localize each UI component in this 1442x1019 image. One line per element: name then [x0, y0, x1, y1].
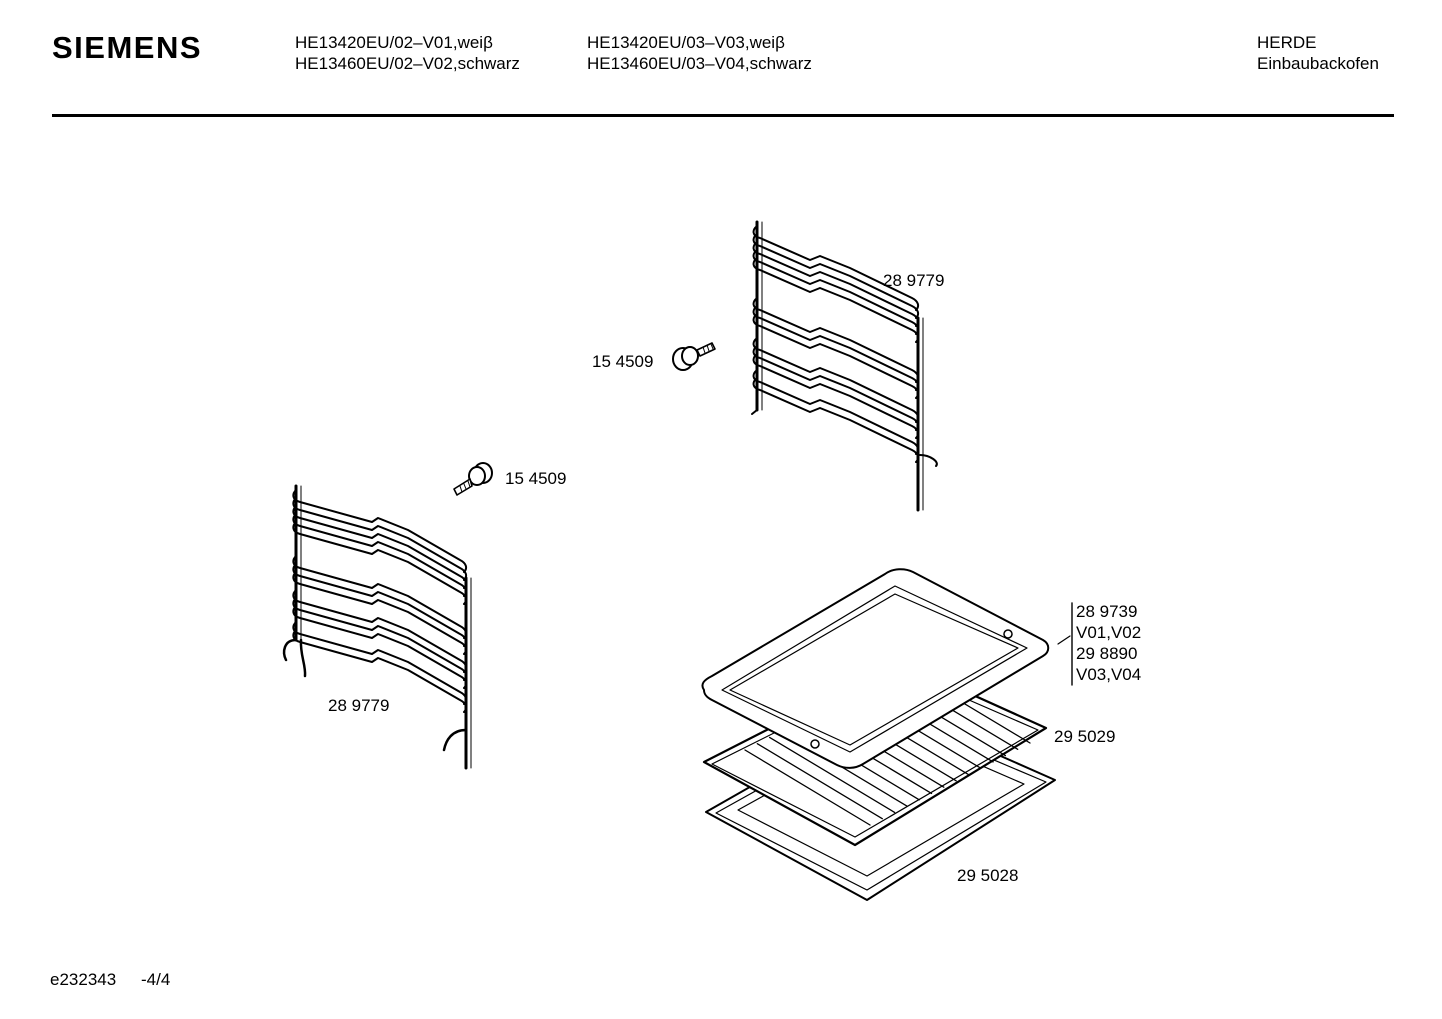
side-rack-left [282, 484, 472, 770]
wire-rail [752, 297, 920, 383]
label-grid: 29 5029 [1054, 727, 1116, 746]
wire-rail [768, 736, 896, 814]
wire-rail [752, 225, 920, 311]
label-tray-part-1: 28 9739 [1076, 602, 1138, 621]
screw-upper [672, 342, 716, 371]
wire-rail [292, 589, 468, 673]
wire-rail [292, 513, 468, 597]
header-divider [52, 114, 1394, 117]
wire-rail [752, 377, 920, 463]
wire-rail [292, 563, 468, 647]
wire-rail [292, 597, 468, 681]
label-rack-left: 28 9779 [328, 696, 390, 715]
wire-rail [292, 621, 468, 705]
wire-rail [292, 571, 468, 655]
wire-rail [752, 337, 920, 423]
wire-rail [756, 743, 883, 820]
model-line-2: HE13460EU/02–V02,schwarz [295, 54, 520, 73]
model-line-4: HE13460EU/03–V04,schwarz [587, 54, 812, 73]
wire-rail [292, 505, 468, 589]
wire-rail [752, 241, 920, 327]
wire-rail [752, 257, 920, 343]
label-rack-right: 28 9779 [883, 271, 945, 290]
wire-rail [752, 345, 920, 431]
wire-rail [744, 749, 871, 826]
wire-rail [292, 555, 468, 639]
model-line-1: HE13420EU/02–V01,weiβ [295, 33, 493, 52]
label-tray-part-2: 29 8890 [1076, 644, 1138, 663]
side-rack-right [751, 220, 938, 512]
screw-lower [453, 462, 493, 496]
page-number: -4/4 [141, 970, 171, 989]
wire-rail [752, 249, 920, 335]
category-title: HERDE [1257, 33, 1317, 52]
wire-rail [292, 497, 468, 581]
label-tray-variant-2: V03,V04 [1076, 665, 1142, 684]
wire-rail [292, 521, 468, 605]
category-subtitle: Einbaubackofen [1257, 54, 1379, 73]
wire-rail [292, 605, 468, 689]
model-line-3: HE13420EU/03–V03,weiβ [587, 33, 785, 52]
label-tray-variant-1: V01,V02 [1076, 623, 1142, 642]
label-screw-lower: 15 4509 [505, 469, 567, 488]
wire-rail [752, 353, 920, 439]
wire-rail [752, 313, 920, 399]
label-screw-upper: 15 4509 [592, 352, 654, 371]
wire-rail [752, 305, 920, 391]
wire-rail [752, 233, 920, 319]
doc-id: e232343 [50, 970, 117, 989]
leader-tray [1057, 635, 1071, 645]
wire-rail [292, 489, 468, 573]
wire-rail [752, 369, 920, 455]
wire-rail [292, 629, 468, 713]
label-pan: 29 5028 [957, 866, 1019, 885]
enamel-tray [701, 568, 1050, 769]
brand-logo: SIEMENS [52, 30, 203, 65]
